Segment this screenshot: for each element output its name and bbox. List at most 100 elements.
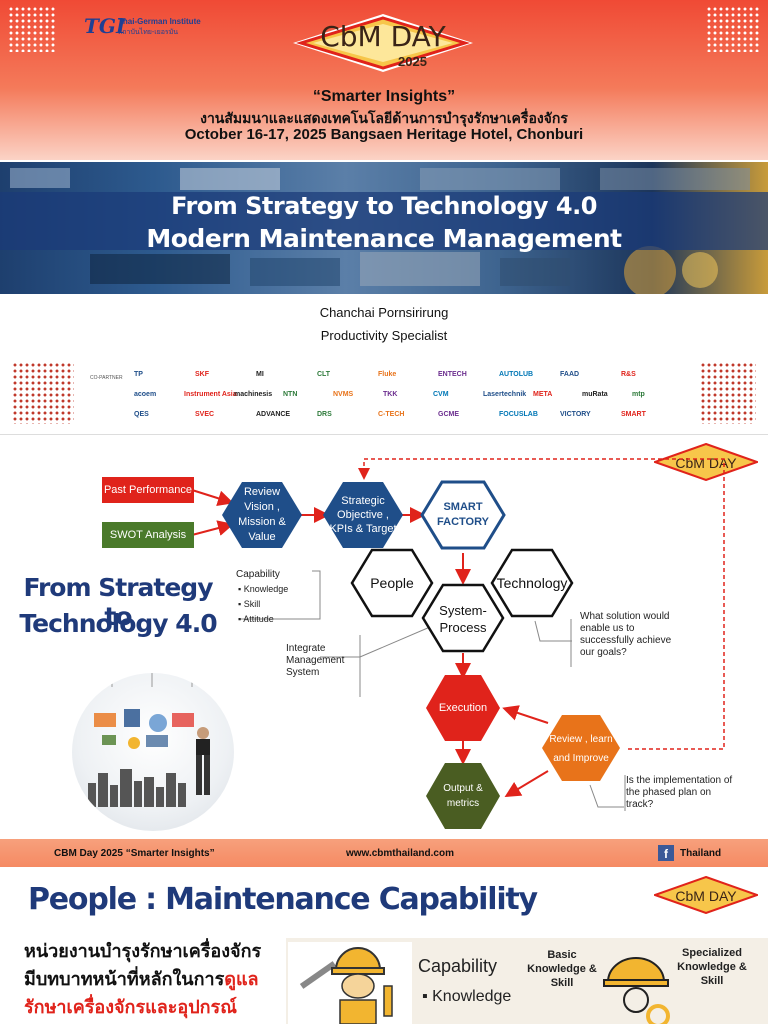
partner-logo: VICTORY [560,411,591,418]
partner-row-3: QES SVEC ADVANCE DRS C-TECH GCME FOCUSLAB VICTO… [134,408,682,424]
cbm-day-logo-small: CbM DAY [654,876,758,914]
partner-logo: SKF [195,371,209,378]
dot-pattern-bottom-left [12,362,74,424]
partner-logo: AUTOLUB [499,371,534,378]
worker-illustration [288,942,412,1024]
partner-logo: R&S [621,371,636,378]
capability-item-knowledge: ▪ Knowledge [238,584,289,594]
specialized-knowledge-label: Specialized Knowledge & Skill [677,947,747,987]
tgi-logo-sub: สถาบันไทย-เยอรมัน [118,29,179,36]
partner-logo: ENTECH [438,371,467,378]
partner-logo: TKK [383,391,398,398]
dot-pattern-right [706,6,760,52]
worker-tools-icon [299,947,393,1024]
partner-logo: SMART [621,411,646,418]
people-hexagon: People [370,575,414,591]
technology-hexagon: Technology [496,575,568,591]
section-heading-line2: Technology 4.0 [19,609,217,638]
thai-text-line1: หน่วยงานบำรุงรักษาเครื่องจักร [24,941,262,961]
factory-banner-image [0,162,768,294]
partner-logo: C-TECH [378,411,405,418]
partner-logo: DRS [317,411,332,418]
partner-logo: GCME [438,411,459,418]
cbm-logo-text: CbM DAY [675,888,737,904]
capability-knowledge: ▪ Knowledge [422,988,512,1005]
footer-event-name: CBM Day 2025 “Smarter Insights” [54,848,215,859]
past-performance-box: Past Performance [102,477,194,503]
cbm-logo-text: CbM DAY [320,20,446,53]
section-heading-line1: From Strategy to [23,573,214,631]
partner-logo: Instrument Asia [184,391,237,398]
output-metrics-hexagon: Output & metrics [443,783,483,809]
engineer-gear-icon [600,954,672,1024]
partner-logo: NVMS [333,391,354,398]
presenter-role: Productivity Specialist [320,328,448,343]
strategic-objective-hexagon: Strategic Objective , KPIs & Target [329,495,397,535]
review-vision-hexagon: Review Vision , Mission & Value [238,486,286,543]
basic-knowledge-label: Basic Knowledge & Skill [527,949,597,989]
what-solution-note: What solution would enable us to success… [580,611,672,658]
slide-title: TGI Thai-German Institute สถาบันไทย-เยอร… [0,0,768,432]
smart-factory-hexagon: SMART FACTORY [437,501,489,528]
cbm-logo-frame [654,443,758,481]
partner-logo: TP [134,371,143,378]
tgi-logo-name: Thai-German Institute [118,17,201,26]
event-date-venue: October 16-17, 2025 Bangsaen Heritage Ho… [184,126,584,143]
footer-website: www.cbmthailand.com [346,848,454,859]
facebook-icon: f [658,845,674,861]
thai-text-line2: มีบทบาทหน้าที่หลักในการดูแล [24,969,259,989]
partner-logo: FOCUSLAB [499,411,538,418]
cbm-logo-year: 2025 [398,54,427,69]
partner-logo: SVEC [195,411,215,418]
implementation-note: Is the implementation of the phased plan… [626,775,733,810]
partner-logo: mtp [632,391,645,398]
factory-machinery-illustration [10,168,750,294]
flow-diagram-connectors [191,458,725,811]
integrate-management-label: Integrate Management System [286,643,345,678]
slide-title: People : Maintenance Capability [28,882,538,917]
slide-footer: CBM Day 2025 “Smarter Insights” www.cbmt… [0,839,768,867]
system-process-hexagon: System-Process [439,603,487,635]
presentation-title-line1: From Strategy to Technology 4.0 [171,192,597,220]
review-learn-improve-hexagon: Review , learn and Improve [549,734,613,764]
swot-analysis-box: SWOT Analysis [102,522,194,548]
flow-diagram-hexagons [222,480,620,829]
presenter-name: Chanchai Pornsirirung [319,305,449,320]
slide-strategy-technology: CbM DAY Past Performance SWOT Analysis [0,434,768,867]
partner-logo: NTN [283,391,298,398]
capability-label: Capability [236,569,280,580]
slide-people-capability: People : Maintenance Capability CbM DAY … [0,868,768,1024]
partner-logo: META [533,391,553,398]
capability-item-attitude: ▪ Attitude [238,614,274,624]
partner-logo: Fluke [378,371,397,378]
footer-facebook-label: Thailand [680,848,722,859]
page-number: 2 [744,822,750,832]
capability-heading: Capability [418,956,498,976]
partner-logo: Lasertechnik [483,391,527,398]
partner-logo: FAAD [560,371,580,378]
partner-logo: machinesis [234,391,273,398]
partner-logo: CVM [433,391,449,398]
dot-pattern-left [8,6,56,52]
businessman-dashboard-illustration [72,673,234,831]
engineer-gear-graphic [603,957,670,1024]
partner-logo: CLT [317,371,331,378]
execution-hexagon: Execution [438,702,488,714]
cbm-logo-frame [293,14,473,72]
partner-label: CO-PARTNER [90,375,123,381]
capability-item-skill: ▪ Skill [238,599,261,609]
tgi-logo: TGI Thai-German Institute สถาบันไทย-เยอร… [84,14,209,44]
partner-logo: ADVANCE [256,411,291,418]
dot-pattern-bottom-right [700,362,756,424]
partner-logo: muRata [582,391,608,398]
partner-logo: acoem [134,391,157,398]
partner-logo: QES [134,411,149,418]
dashboard-graphic [88,673,210,807]
event-tagline: “Smarter Insights” [312,88,456,105]
thai-text-line3: รักษาเครื่องจักรและอุปกรณ์ [24,997,237,1017]
presentation-title-line2: Modern Maintenance Management [146,224,622,253]
cbm-logo-frame [654,876,758,914]
